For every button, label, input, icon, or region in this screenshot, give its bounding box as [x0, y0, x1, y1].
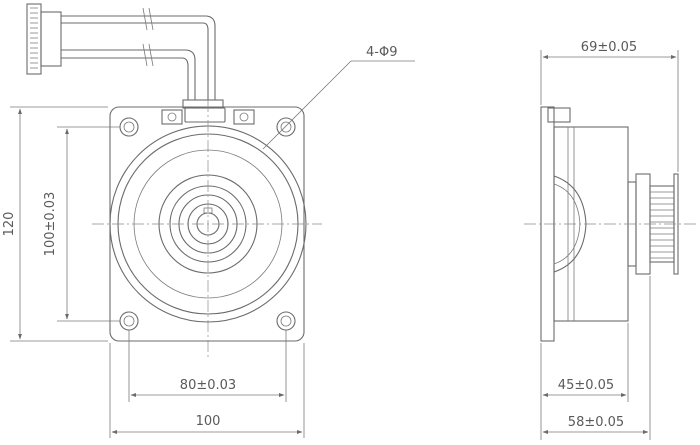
dim-height-hole-spacing: 100±0.03 — [43, 192, 58, 257]
front-view: 4-Φ9 120 100±0.03 80±0.03 100 — [2, 3, 415, 438]
mounting-hole — [119, 117, 139, 137]
dim-overall-length: 69±0.05 — [581, 40, 637, 55]
dim-pulley-offset: 58±0.05 — [568, 415, 624, 430]
dim-width-overall: 100 — [196, 414, 221, 429]
mounting-hole — [119, 311, 139, 331]
dim-height-overall: 120 — [2, 212, 17, 237]
dim-width-hole-spacing: 80±0.03 — [180, 378, 236, 393]
cable-assembly — [26, 3, 226, 123]
hole-callout-label: 4-Φ9 — [366, 45, 397, 60]
cable-connector — [26, 3, 42, 75]
mounting-hole — [276, 117, 296, 137]
dim-body-length: 45±0.05 — [558, 378, 614, 393]
side-view: 69±0.05 45±0.05 58±0.05 — [524, 40, 696, 440]
mounting-holes — [119, 117, 296, 331]
mounting-hole — [276, 311, 296, 331]
